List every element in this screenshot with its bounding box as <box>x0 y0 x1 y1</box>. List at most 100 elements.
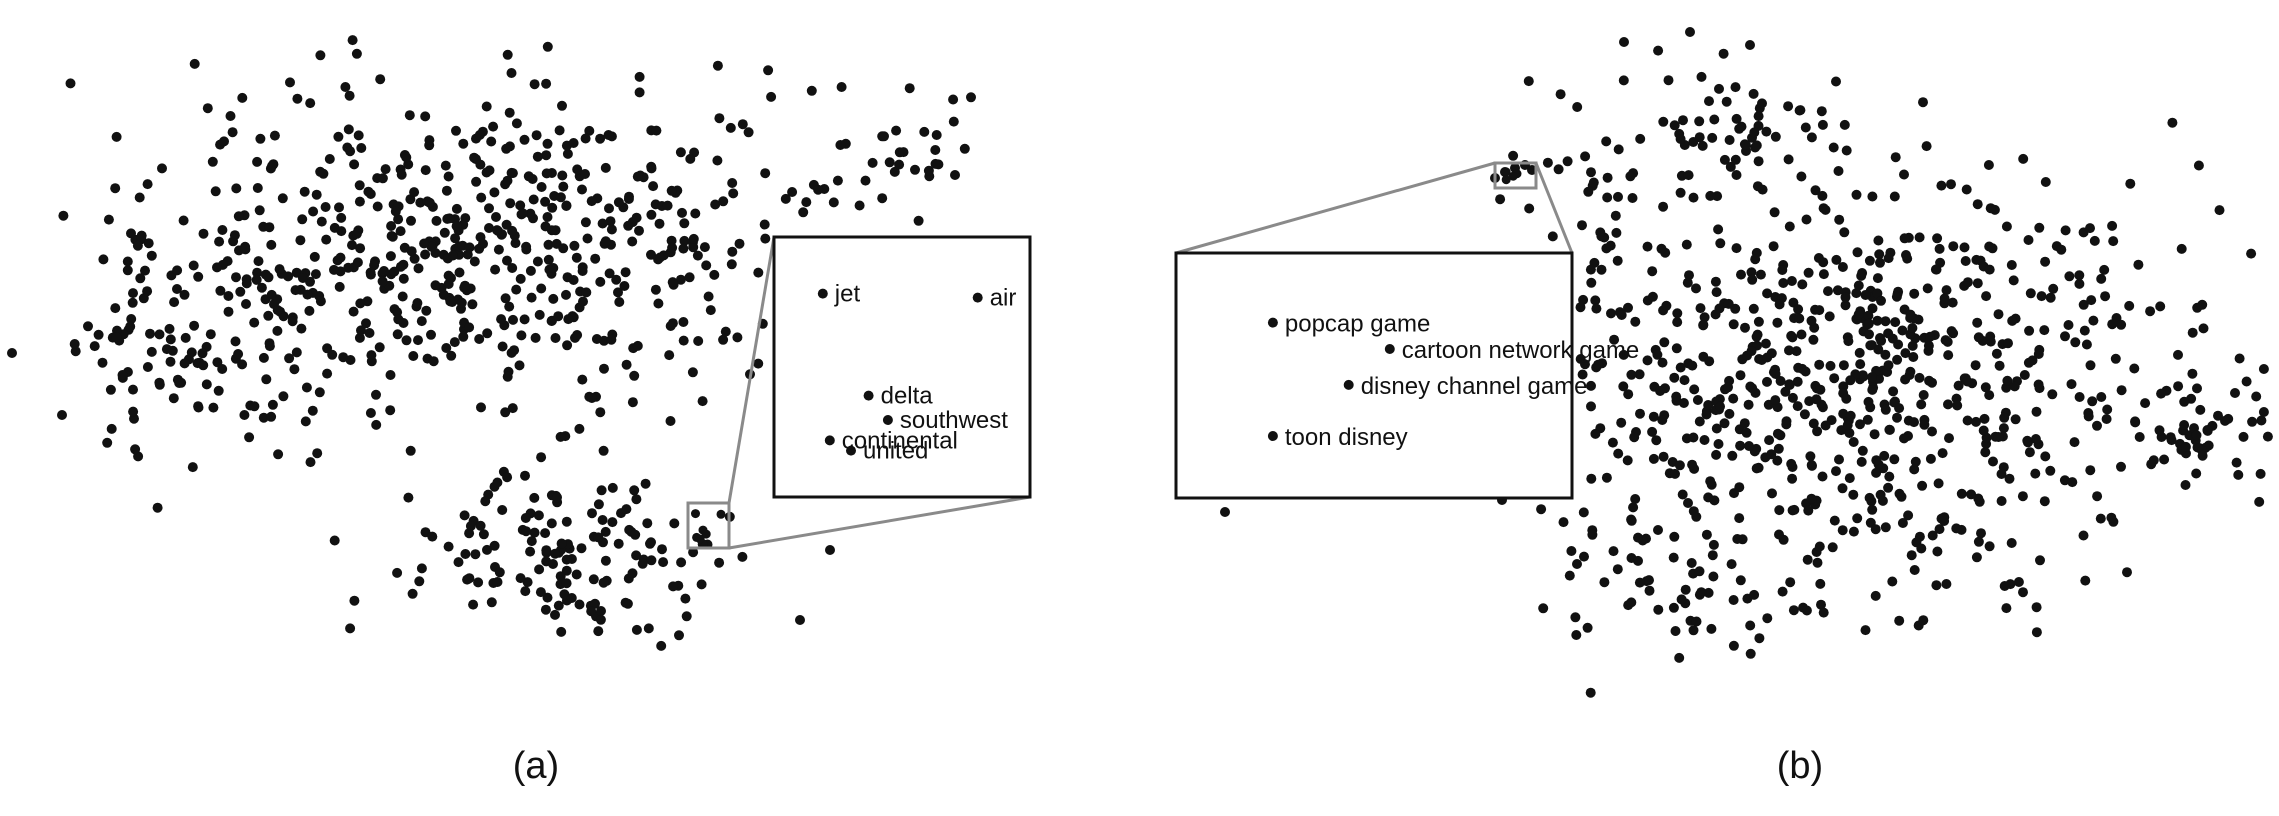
embedding-point <box>1892 412 1902 423</box>
embedding-point <box>2033 349 2044 359</box>
embedding-point <box>424 197 435 208</box>
embedding-point <box>309 251 320 262</box>
embedding-point <box>1883 482 1894 493</box>
embedding-point <box>1695 303 1706 314</box>
embedding-point <box>1897 518 1908 528</box>
cluster-point-label: cartoon network game <box>1402 337 1639 364</box>
embedding-point <box>241 278 252 289</box>
embedding-point <box>1803 267 1814 278</box>
embedding-point <box>1651 435 1662 446</box>
cluster-point-miniature <box>695 534 705 544</box>
embedding-point <box>1863 396 1874 407</box>
embedding-point <box>272 325 283 336</box>
embedding-point <box>835 140 846 150</box>
embedding-point <box>1966 489 1977 500</box>
embedding-point <box>413 263 424 274</box>
embedding-point <box>2045 465 2056 476</box>
embedding-point <box>1570 612 1581 623</box>
embedding-point <box>520 470 530 481</box>
embedding-point <box>1786 458 1797 469</box>
embedding-point <box>343 124 354 135</box>
embedding-point <box>1845 375 1856 386</box>
embedding-point <box>703 291 714 302</box>
embedding-point <box>2030 434 2041 444</box>
embedding-point <box>577 184 587 195</box>
embedding-point <box>1626 369 1637 380</box>
embedding-point <box>126 314 137 324</box>
embedding-point <box>178 215 189 226</box>
embedding-point <box>1601 136 1612 147</box>
embedding-point <box>1806 132 1817 143</box>
embedding-point <box>379 266 389 276</box>
embedding-point <box>464 322 475 333</box>
embedding-point <box>559 589 570 600</box>
embedding-point <box>1734 513 1745 524</box>
embedding-point <box>142 362 153 372</box>
embedding-point <box>450 233 461 244</box>
embedding-point <box>2096 273 2107 284</box>
embedding-point <box>412 298 423 308</box>
embedding-point <box>795 615 805 625</box>
embedding-point <box>542 212 553 222</box>
embedding-point <box>237 92 248 103</box>
cluster-point <box>817 288 828 299</box>
embedding-point <box>710 199 721 210</box>
embedding-point <box>586 196 597 207</box>
embedding-point <box>2024 325 2035 336</box>
embedding-point <box>528 194 539 205</box>
embedding-point <box>1566 546 1577 556</box>
embedding-point <box>202 103 213 114</box>
embedding-point <box>128 384 138 395</box>
embedding-point <box>600 526 611 537</box>
embedding-point <box>1853 309 1864 320</box>
embedding-point <box>1606 308 1616 319</box>
embedding-point <box>440 160 451 171</box>
embedding-point <box>1754 633 1765 644</box>
embedding-point <box>1625 171 1636 182</box>
embedding-point <box>607 517 618 528</box>
embedding-point <box>627 397 638 408</box>
embedding-point <box>1971 254 1982 265</box>
embedding-point <box>1762 613 1773 624</box>
embedding-point <box>1668 552 1679 563</box>
embedding-point <box>1652 349 1663 360</box>
embedding-point <box>595 407 606 418</box>
embedding-point <box>1578 294 1589 305</box>
embedding-point <box>2251 391 2262 402</box>
embedding-point <box>532 151 543 162</box>
embedding-point <box>910 164 920 175</box>
embedding-point <box>627 236 638 247</box>
embedding-point <box>2134 432 2145 442</box>
embedding-point <box>2005 579 2016 590</box>
embedding-point <box>646 249 656 260</box>
embedding-point <box>172 284 182 294</box>
embedding-point <box>375 74 386 85</box>
embedding-point <box>2078 530 2089 541</box>
embedding-point <box>1801 214 1812 225</box>
embedding-point <box>272 305 283 316</box>
embedding-point <box>712 60 723 71</box>
embedding-point <box>334 281 345 292</box>
embedding-point <box>263 310 274 321</box>
embedding-point <box>569 240 580 251</box>
embedding-point <box>1746 267 1757 278</box>
embedding-point <box>2092 491 2103 502</box>
embedding-point <box>302 289 313 300</box>
embedding-point <box>515 573 526 584</box>
embedding-point <box>621 359 632 370</box>
embedding-point <box>1622 455 1633 466</box>
embedding-point <box>1909 565 1920 575</box>
embedding-point <box>311 189 322 200</box>
embedding-point <box>578 296 588 307</box>
embedding-point <box>475 520 486 531</box>
embedding-point <box>556 626 567 637</box>
embedding-point <box>1590 428 1601 439</box>
embedding-point <box>1730 154 1741 165</box>
embedding-point <box>1792 401 1803 412</box>
embedding-point <box>398 273 409 284</box>
embedding-point <box>1984 264 1995 275</box>
embedding-point <box>1910 456 1921 467</box>
embedding-point <box>634 87 645 98</box>
embedding-point <box>494 567 505 578</box>
embedding-point <box>1703 400 1714 410</box>
